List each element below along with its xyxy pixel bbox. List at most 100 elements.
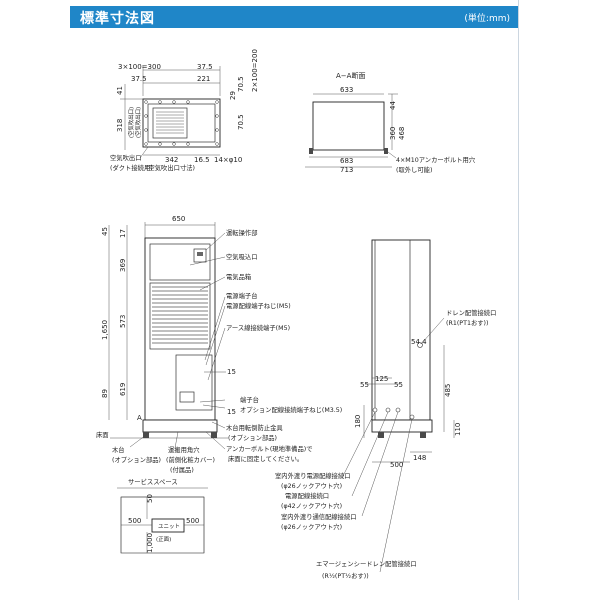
dim-485: 485 [444,384,452,397]
wood-base [142,419,218,433]
dim-holes: 14×φ10 [214,156,242,164]
dim-318: 318 [116,119,124,132]
front-body-outline [144,237,216,421]
dim-221: 221 [197,75,210,83]
dim-service-1000: 1,000 [146,533,154,553]
dim-grid-200: 2×100=200 [251,49,259,92]
label-drain1: ドレン配管接続口 [446,308,496,317]
label-anchor-holes: 4×M10アンカーボルト用穴 [396,155,476,164]
label-corner3: (付属品) [170,465,194,474]
section-outline [312,101,385,151]
label-outlet: 空気吹出口 [110,153,141,162]
outlet-rect [152,107,188,139]
section-mark-a: A [137,414,142,422]
unit-note: (単位:mm) [464,14,510,24]
service-title: サービススペース [128,477,178,486]
dim-15b: 15 [227,408,236,416]
dim-grid-300: 3×100=300 [118,63,161,71]
dim-500: 500 [390,461,403,469]
label-terminal2: 電源配線端子ねじ(M5) [226,301,291,310]
section-title: A−A断面 [336,71,365,80]
dim-54-4: 54.4 [411,338,427,346]
top-view: 3×100=300 37.5 37.5 221 2×100=200 70.5 2… [110,49,259,172]
side-text-1: (空気吹出口) [127,107,135,138]
dim-468: 468 [398,127,406,140]
label-opt-terminal: オプション配線接続端子ねじ(M3.5) [240,405,342,414]
dim-service-500b: 500 [186,517,199,525]
dim-713: 713 [340,166,353,174]
dim-70-5-b: 70.5 [237,114,245,130]
label-fix1: 木台用転倒防止金具 [226,423,283,432]
dim-70-5-a: 70.5 [237,76,245,92]
dim-650: 650 [172,215,185,223]
label-floor: 床面 [96,430,109,439]
label-removable: (取外し可能) [396,165,432,174]
dim-55a: 55 [360,381,369,389]
dim-41: 41 [116,86,124,95]
service-unit [151,518,185,533]
conn-4-sub: (R½(PT½おす)) [322,572,369,580]
intake-grille [149,282,211,350]
service-front: (正面) [156,536,171,543]
dim-110: 110 [454,423,462,436]
conn-2-sub: (φ42ノックアウト穴) [281,501,342,510]
label-panel: 運転操作部 [226,228,257,237]
label-base2: (オプション部品) [112,455,161,464]
label-tb: 端子台 [240,395,259,404]
conn-1-label: 室内外渡り電源配線接続口 [275,471,351,480]
conn-4-label: エマージェンシードレン配管接続口 [316,559,417,568]
label-outlet-size: (空気吹出口寸法) [146,163,195,172]
dim-148: 148 [413,454,426,462]
service-unit-label: ユニット [158,523,180,530]
dim-service-500a: 500 [128,517,141,525]
label-earth: アース線接続端子(M5) [226,323,290,332]
label-anchor1: アンカーボルト(現地準備品)で [226,444,313,453]
dim-1650: 1,650 [101,320,109,340]
dim-360: 360 [389,127,397,140]
dim-89: 89 [101,389,109,398]
dim-573: 573 [119,315,127,328]
right-margin [518,0,600,600]
dim-180: 180 [354,415,362,428]
label-ebox: 電気品箱 [226,272,251,281]
electric-box [175,354,213,411]
side-base [371,419,433,433]
conn-2-label: 電源配線接続口 [285,491,329,500]
dim-16-5: 16.5 [194,156,210,164]
dim-342: 342 [165,156,178,164]
front-view: 650 45 17 369 1,650 573 619 89 [96,215,342,474]
dim-17: 17 [119,229,127,238]
dim-37-5-left: 37.5 [131,75,147,83]
label-outlet-duct: (ダクト接続用) [110,163,153,172]
dim-45: 45 [101,227,109,236]
label-corner1: 運搬用角穴 [168,445,200,454]
drain-port [417,342,423,348]
dim-37-5-right: 37.5 [197,63,213,71]
dim-55b: 55 [394,381,403,389]
header-bar: 標準寸法図 (単位:mm) [70,6,518,28]
label-anchor2: 床面に固定してください。 [228,454,303,463]
dim-service-50: 50 [146,494,154,503]
label-base1: 木台 [112,445,125,454]
label-corner2: (前側化粧カバー) [166,455,215,464]
conn-3-sub: (φ26ノックアウト穴) [281,522,342,531]
service-space: サービススペース ユニット (正面) 50 500 500 1,000 [117,477,208,554]
side-view: ドレン配管接続口 (R1(PT1おす)) 54.4 55 125 55 485 … [275,239,496,580]
conn-3-label: 室内外渡り通信配線接続口 [281,512,357,521]
side-body-outline [371,239,431,421]
dim-369: 369 [119,259,127,272]
conn-1-sub: (φ26ノックアウト穴) [281,481,342,490]
dim-15a: 15 [227,368,236,376]
top-body-outline [142,98,221,148]
dim-633: 633 [340,86,353,94]
label-intake: 空気吸込口 [226,252,257,261]
dim-44: 44 [389,101,397,110]
section-view: A−A断面 633 44 360 468 683 713 4×M10アンカーボル… [305,71,476,174]
label-fix2: (オプション部品) [228,433,277,442]
side-text-2: (空気吹出口) [134,107,142,138]
page-title: 標準寸法図 [80,11,155,27]
label-drain2: (R1(PT1おす)) [446,319,488,327]
operation-panel [193,248,207,263]
label-terminal1: 電源端子台 [226,291,257,300]
